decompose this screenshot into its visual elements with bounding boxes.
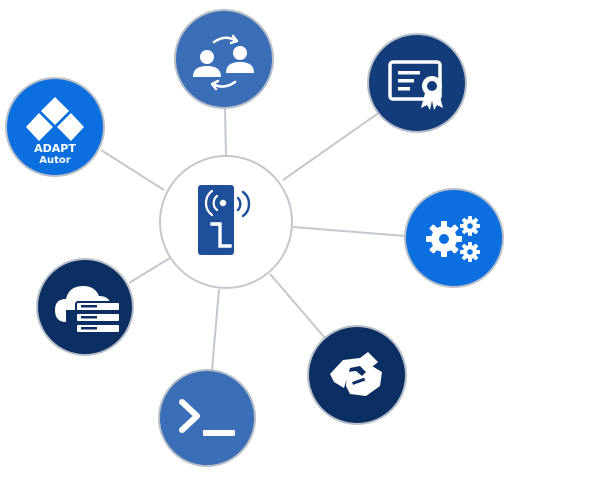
connector-adapt-autor — [100, 149, 165, 191]
certificate-icon — [388, 60, 443, 110]
hub-node[interactable] — [159, 155, 293, 289]
connector-cloud-server — [128, 257, 171, 284]
wireless-device-icon — [198, 185, 251, 255]
handshake-icon — [330, 352, 382, 396]
node-cloud-server[interactable] — [36, 258, 134, 356]
node-terminal[interactable] — [158, 369, 256, 467]
gears-icon — [426, 216, 480, 262]
node-settings[interactable] — [404, 188, 504, 288]
connector-certificate — [282, 111, 381, 181]
autor-label: Autor — [39, 155, 71, 166]
adapt-logo-icon — [26, 97, 84, 141]
connector-settings — [292, 226, 407, 237]
connectors — [100, 107, 407, 371]
connector-user-exchange — [224, 107, 227, 157]
node-circle — [5, 77, 105, 177]
terminal-icon — [179, 399, 235, 436]
adapt-label: ADAPT — [34, 142, 76, 155]
connector-handshake — [269, 273, 326, 339]
cloud-server-icon — [55, 286, 121, 334]
node-handshake[interactable] — [307, 325, 407, 425]
node-user-exchange[interactable] — [174, 9, 274, 109]
node-certificate[interactable] — [367, 33, 467, 133]
node-adapt-autor[interactable]: ADAPT Autor — [5, 77, 105, 177]
node-circle — [367, 33, 467, 133]
connector-terminal — [211, 288, 220, 371]
node-circle — [158, 369, 256, 467]
user-exchange-icon — [193, 34, 254, 91]
node-circle — [174, 9, 274, 109]
